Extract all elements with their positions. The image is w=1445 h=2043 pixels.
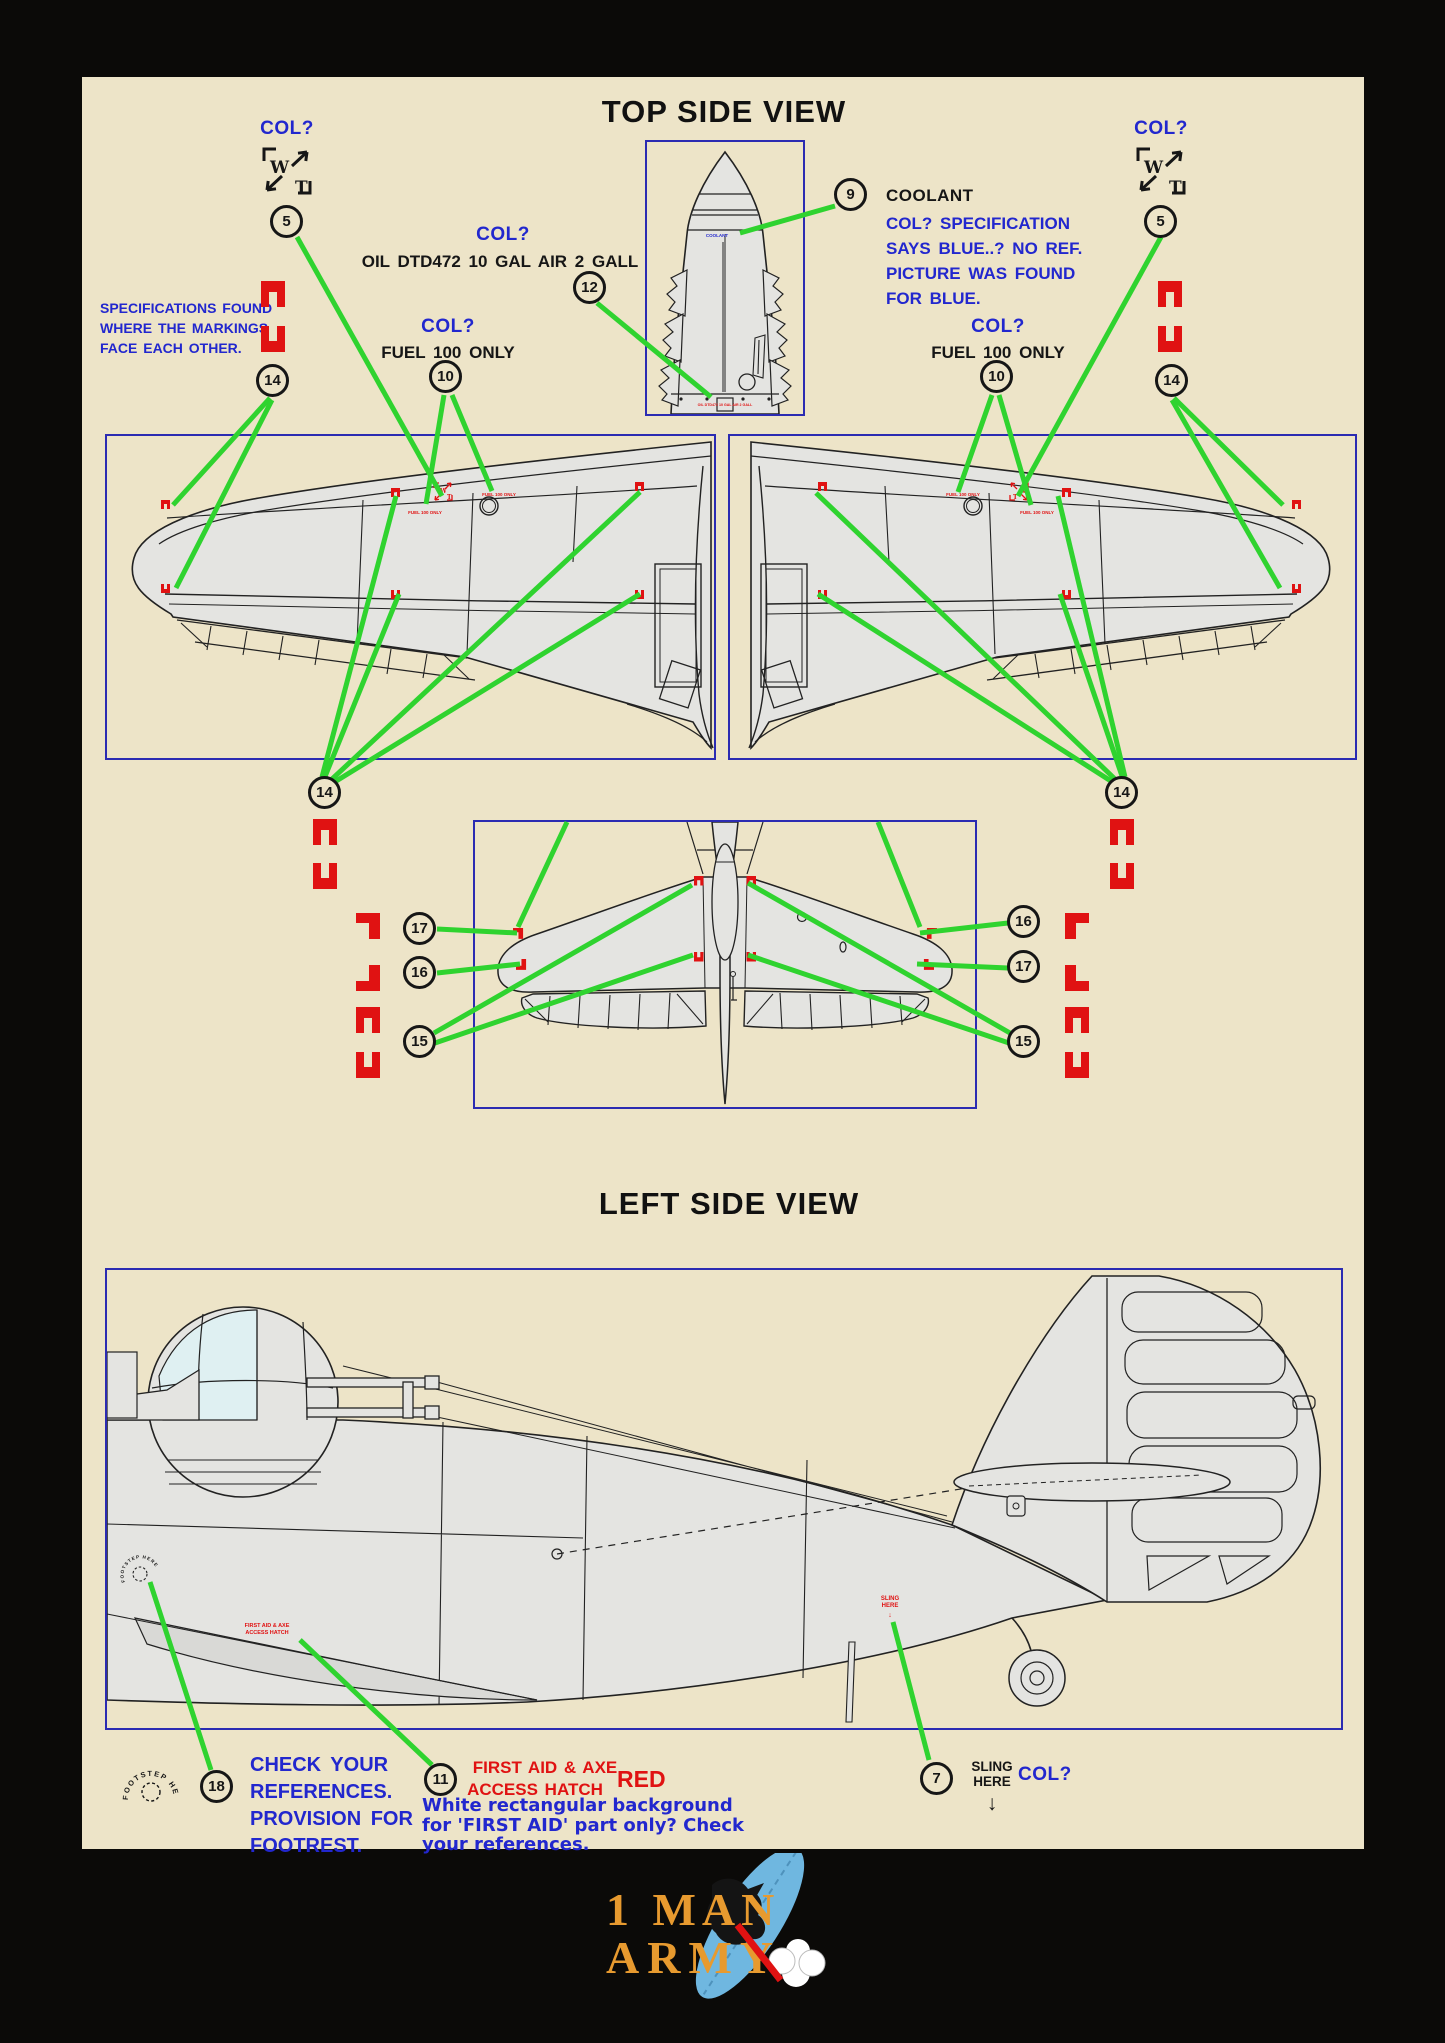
stencil-corner-icon (313, 863, 337, 889)
svg-text:T: T (295, 178, 308, 196)
oil-note: OIL DTD472 10 GAL AIR 2 GALL (361, 252, 639, 271)
stencil-corner-icon (1065, 913, 1089, 939)
right-wing-drawing: W T FUEL 100 ONLY FUEL 100 ONLY (728, 434, 1357, 760)
callout-17-right: 17 (1007, 950, 1040, 983)
svg-text:W: W (269, 158, 290, 178)
fuel-stencil: FUEL 100 ONLY (946, 492, 980, 497)
callout-14-top-right: 14 (1155, 364, 1188, 397)
logo-text-bottom: ARMY (606, 1932, 781, 1983)
callout-10-right: 10 (980, 360, 1013, 393)
coolant-note: COL? SPECIFICATION SAYS BLUE..? NO REF. … (886, 214, 1083, 308)
red-streak-icon (734, 1922, 784, 1983)
first-aid-note: White rectangular background for 'FIRST … (422, 1795, 745, 1855)
coolant-title: COOLANT (886, 186, 974, 205)
oil-stencil: OIL DTD472 10 GAL AIR 2 GALL (698, 403, 753, 407)
sling-stencil-1: SLING (881, 1596, 900, 1602)
sling-arrow-icon: ↓ (986, 1792, 998, 1815)
brand-logo: 1 MAN ARMY (606, 1853, 826, 1999)
callout-18: 18 (200, 1770, 233, 1803)
side-view-title: LEFT SIDE VIEW (598, 1186, 860, 1221)
callout-5-left: 5 (270, 205, 303, 238)
first-aid-stencil-1: FIRST AID & AXE (245, 1623, 290, 1629)
sling-stencil-2: HERE (882, 1603, 899, 1609)
wt-mini-w: W (439, 488, 447, 495)
svg-text:FOOTSTEP HERE: FOOTSTEP HERE (115, 1751, 181, 1800)
first-aid-stencil-2: ACCESS HATCH (245, 1630, 288, 1636)
col-label: COL? (260, 118, 314, 139)
wt-marking-icon: W T (262, 147, 312, 196)
first-aid-label-2: ACCESS HATCH (467, 1780, 603, 1799)
wt-marking-icon: W T (1136, 147, 1186, 196)
first-aid-label-1: FIRST AID & AXE (472, 1758, 618, 1777)
stencil-corner-icon (356, 913, 380, 939)
callout-11: 11 (424, 1763, 457, 1796)
callout-17-left: 17 (403, 912, 436, 945)
tail-top-drawing (473, 820, 977, 1109)
callout-7: 7 (920, 1762, 953, 1795)
stencil-corner-icon (1065, 1052, 1089, 1078)
stencil-corner-icon (313, 819, 337, 845)
col-label: COL? (1018, 1764, 1072, 1785)
callout-9: 9 (834, 178, 867, 211)
callout-15-left: 15 (403, 1025, 436, 1058)
red-color-word: RED (617, 1766, 666, 1792)
left-wing-drawing: W T FUEL 100 ONLY FUEL 100 ONLY (105, 434, 716, 760)
col-label: COL? (971, 316, 1025, 337)
stencil-corner-icon (1065, 1007, 1089, 1033)
wt-mini-t: T (1013, 494, 1018, 501)
callout-5-right: 5 (1144, 205, 1177, 238)
stencil-corner-icon (1158, 281, 1182, 307)
callout-10-left: 10 (429, 360, 462, 393)
fuel-stencil: FUEL 100 ONLY (482, 492, 516, 497)
callout-16-right: 16 (1007, 905, 1040, 938)
stencil-corner-icon (1110, 819, 1134, 845)
bird-icon (707, 1878, 766, 1945)
footrest-note: CHECK YOUR REFERENCES. PROVISION FOR FOO… (250, 1754, 413, 1857)
stencil-corner-icon (356, 1052, 380, 1078)
callout-12: 12 (573, 271, 606, 304)
callout-14-mid-right: 14 (1105, 776, 1138, 809)
stencil-corner-icon (1065, 965, 1089, 991)
left-side-drawing: FOOTSTEP HERE FIRST AID & AXE ACCESS HAT… (105, 1268, 1343, 1730)
col-label: COL? (1134, 118, 1188, 139)
sling-arrow-icon: ↓ (888, 1612, 892, 1619)
sling-label: SLING HERE (971, 1759, 1013, 1789)
fuel-stencil: FUEL 100 ONLY (1020, 510, 1054, 515)
stencil-corner-icon (261, 281, 285, 307)
col-label: COL? (476, 224, 530, 245)
stencil-corner-icon (1110, 863, 1134, 889)
stencil-corner-icon (356, 965, 380, 991)
callout-14-mid-left: 14 (308, 776, 341, 809)
wt-mini-t: T (447, 494, 452, 501)
logo-text-top: 1 MAN (606, 1884, 780, 1935)
footstep-rosette: FOOTSTEP HERE (115, 1751, 181, 1802)
callout-14-top-left: 14 (256, 364, 289, 397)
stencil-corner-icon (1158, 326, 1182, 352)
fuselage-top-drawing: COOLANT OIL DTD472 10 GAL AIR 2 GALL (645, 140, 805, 416)
stencil-corner-icon (356, 1007, 380, 1033)
col-label: COL? (421, 316, 475, 337)
callout-15-right: 15 (1007, 1025, 1040, 1058)
callout-16-left: 16 (403, 956, 436, 989)
wt-mini-w: W (1021, 488, 1029, 495)
specs-note: SPECIFICATIONS FOUND WHERE THE MARKINGS … (100, 300, 273, 356)
svg-text:W: W (1143, 158, 1164, 178)
coolant-stencil: COOLANT (706, 233, 728, 238)
cloud-icon (768, 1939, 826, 1987)
fuel-stencil: FUEL 100 ONLY (408, 510, 442, 515)
svg-text:T: T (1169, 178, 1182, 196)
stencil-corner-icon (261, 326, 285, 352)
top-view-title: TOP SIDE VIEW (601, 94, 847, 129)
